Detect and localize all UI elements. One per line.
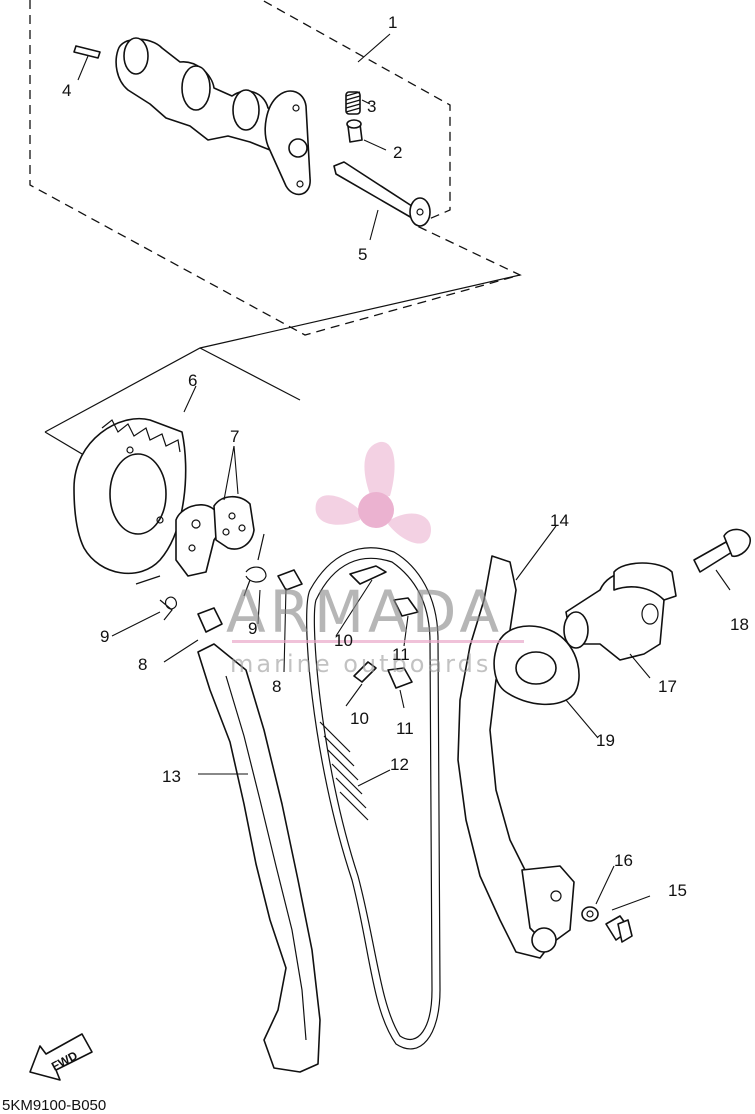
decompressor-return-spring <box>135 533 267 621</box>
decompressor-pin <box>346 119 363 143</box>
camshaft-assembly-boundary <box>29 0 522 336</box>
tensioner-bolt <box>693 528 751 573</box>
callout-2: 2 <box>393 143 402 162</box>
callout-4: 4 <box>62 81 71 100</box>
decompressor-plate <box>175 495 255 577</box>
callout-17: 17 <box>658 677 677 696</box>
callout-13: 13 <box>162 767 181 786</box>
callout-12: 12 <box>390 755 409 774</box>
callout-8-second: 8 <box>272 677 281 696</box>
callout-7: 7 <box>230 427 239 446</box>
leader-lines <box>77 33 731 911</box>
watermark-brand: ARMADA <box>226 578 503 646</box>
diagram-code: 5KM9100-B050 <box>2 1097 106 1114</box>
forward-direction-arrow-icon: FWD <box>29 1033 93 1081</box>
decompressor-spring <box>345 91 361 115</box>
bolt <box>387 597 419 689</box>
guide-washer <box>581 906 599 922</box>
callout-19: 19 <box>596 731 615 750</box>
callout-labels: 1 2 3 4 5 6 7 8 8 9 9 10 10 11 11 12 13 … <box>62 13 749 900</box>
callout-9: 9 <box>100 627 109 646</box>
cam-chain <box>306 547 441 1050</box>
callout-15: 15 <box>668 881 687 900</box>
dowel-pin <box>73 45 101 59</box>
watermark-tagline: marine outboards <box>230 650 491 678</box>
callout-16: 16 <box>614 851 633 870</box>
chain-guide-exhaust <box>197 643 321 1073</box>
callout-14: 14 <box>550 511 569 530</box>
armada-watermark: ARMADA marine outboards <box>226 441 524 678</box>
callout-18: 18 <box>730 615 749 634</box>
pin <box>197 569 303 633</box>
callout-6: 6 <box>188 371 197 390</box>
callout-10: 10 <box>334 631 353 650</box>
callout-11-second: 11 <box>396 719 414 738</box>
chain-guide-intake <box>457 555 575 959</box>
callout-11: 11 <box>392 645 410 664</box>
camshaft <box>115 37 311 196</box>
lock-washer <box>349 565 387 683</box>
tensioner-gasket <box>493 625 580 706</box>
callout-10-second: 10 <box>350 709 369 728</box>
chain-tensioner <box>563 562 677 661</box>
callout-1: 1 <box>388 13 397 32</box>
propeller-logo-icon <box>315 441 431 544</box>
decompressor-shaft <box>333 161 431 227</box>
callout-3: 3 <box>367 97 376 116</box>
callout-8: 8 <box>138 655 147 674</box>
callout-5: 5 <box>358 245 367 264</box>
guide-bolt <box>605 915 633 943</box>
callout-9-second: 9 <box>248 619 257 638</box>
cam-sprocket <box>73 417 187 575</box>
